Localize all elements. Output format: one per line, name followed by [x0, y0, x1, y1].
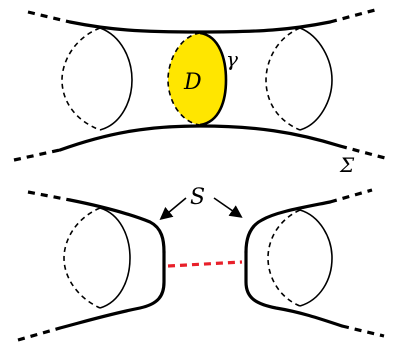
top-surface-upper-edge-right-dash [329, 8, 376, 24]
right-section-front-half [299, 27, 333, 131]
sphere-arrow-left [159, 197, 187, 221]
gamma-label: γ [226, 47, 238, 71]
sphere-arrow-right [213, 197, 243, 218]
right-piece-lower-edge-dash [341, 324, 385, 338]
top-surface-upper-edge-left-dash [27, 10, 71, 24]
left-section-front-half [99, 27, 133, 131]
left-piece-upper-edge [68, 198, 166, 254]
right-piece-section-front [299, 209, 333, 307]
cut-line [167, 260, 243, 268]
right-piece-lower-edge [244, 250, 344, 328]
top-surface-lower-edge [58, 124, 342, 152]
sphere-label: S [190, 185, 205, 210]
left-piece-lower-edge [58, 250, 166, 330]
top-surface-upper-edge [68, 20, 332, 34]
sigma-label: Σ [339, 153, 355, 177]
left-section-back-half [61, 27, 101, 131]
disk-d-back-edge [167, 32, 201, 126]
left-piece-lower-edge-dash [17, 326, 61, 342]
left-piece-section-back [63, 207, 101, 309]
right-piece-upper-edge [244, 200, 332, 254]
bottom-surface-figure: S [17, 185, 385, 342]
gamma-curve [199, 31, 228, 127]
right-piece-section-back [267, 209, 301, 307]
top-surface-figure: D γ Σ [13, 8, 386, 177]
left-piece-upper-edge-dash [27, 190, 71, 202]
left-piece-section-front [99, 207, 131, 309]
right-section-back-half [265, 27, 301, 131]
disk-label: D [183, 70, 202, 95]
right-piece-upper-edge-dash [329, 188, 373, 204]
top-surface-lower-edge-left-dash [13, 148, 61, 162]
disk-d [168, 33, 226, 125]
